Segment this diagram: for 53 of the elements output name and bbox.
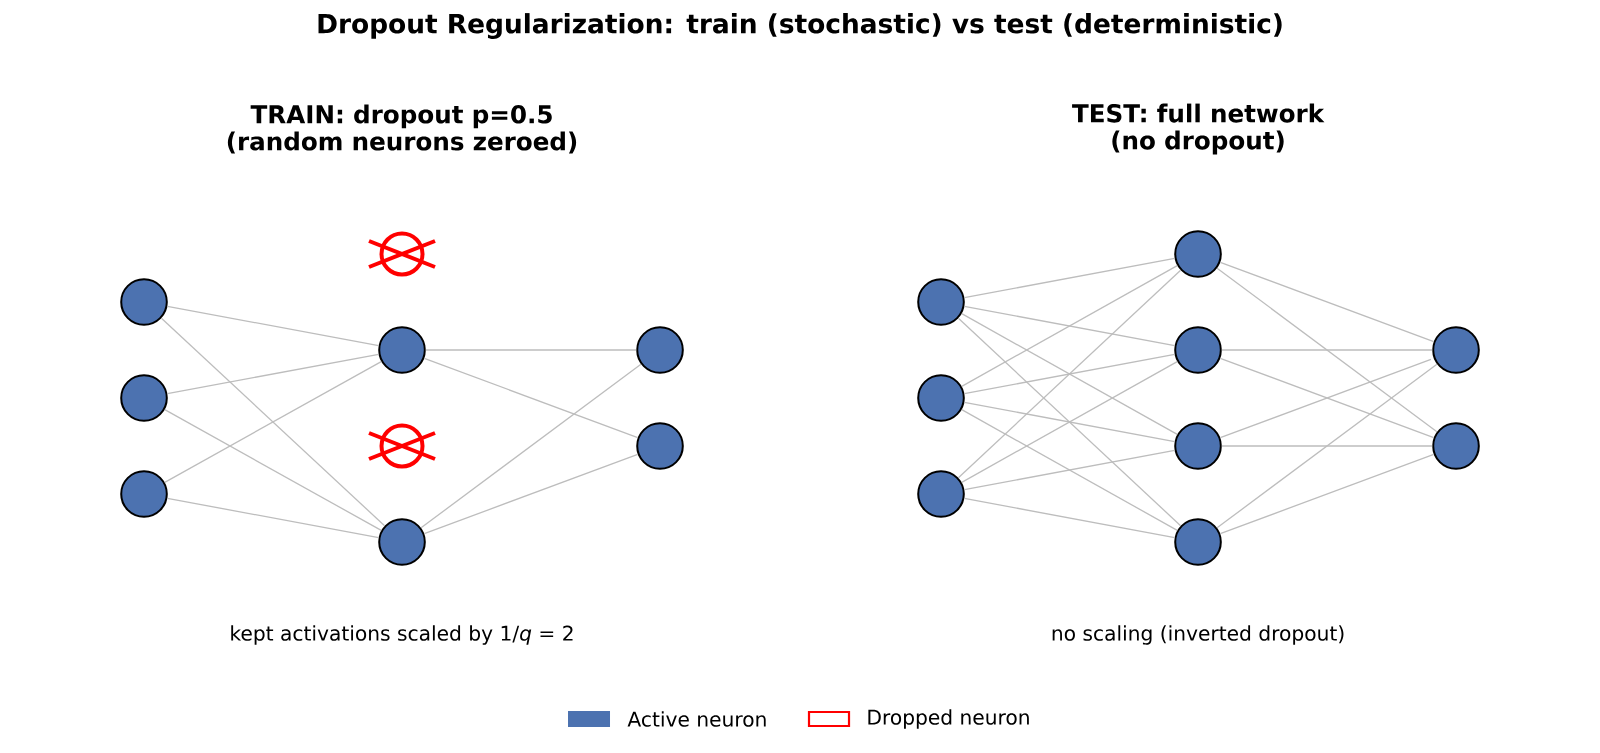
neuron-circle	[120, 278, 168, 326]
connection-line	[1216, 267, 1438, 433]
connection-line	[1219, 261, 1435, 343]
neuron-circle	[378, 518, 426, 566]
neuron-circle	[636, 422, 684, 470]
neuron-circle	[917, 374, 965, 422]
connection-line	[963, 305, 1176, 347]
connection-line	[425, 349, 637, 351]
connection-line	[164, 408, 382, 532]
legend-label: Active neuron	[627, 711, 766, 727]
connection-line	[961, 409, 1178, 531]
connection-line	[961, 313, 1178, 435]
legend-label: Dropped neuron	[868, 709, 1029, 729]
panel-title: TRAIN: dropout p=0.5 (random neurons zeroed)	[227, 104, 577, 154]
connection-line	[961, 265, 1178, 387]
connection-line	[963, 449, 1176, 491]
neuron-circle	[378, 326, 426, 374]
connection-line	[963, 353, 1176, 395]
neuron-circle	[636, 326, 684, 374]
connection-line	[1221, 349, 1433, 351]
neuron-circle	[1174, 326, 1222, 374]
neuron-circle	[1174, 518, 1222, 566]
connection-line	[423, 357, 639, 439]
connection-line	[423, 453, 639, 535]
panel-note: kept activations scaled by 1/q = 2	[231, 625, 573, 645]
neuron-circle	[1432, 422, 1480, 470]
crossed-out-neuron	[368, 231, 436, 277]
connection-line	[963, 401, 1176, 443]
connection-line	[963, 497, 1176, 539]
crossed-out-neuron	[368, 423, 436, 469]
connection-line	[1219, 453, 1435, 535]
neuron-circle	[120, 470, 168, 518]
connection-line	[963, 257, 1176, 299]
connection-line	[961, 361, 1178, 483]
panel-title: TEST: full network (no dropout)	[1072, 103, 1325, 155]
connection-line	[957, 269, 1182, 479]
neuron-circle	[1432, 326, 1480, 374]
connection-line	[160, 317, 386, 527]
connection-line	[1221, 445, 1433, 447]
connection-line	[957, 317, 1182, 527]
title: Dropout Regularization: train (stochastic) vs test (deterministic)	[318, 13, 1282, 39]
neuron-circle	[917, 470, 965, 518]
neuron-circle	[917, 278, 965, 326]
connection-line	[166, 497, 380, 539]
connection-line	[166, 353, 380, 395]
neuron-circle	[120, 374, 168, 422]
connection-line	[166, 305, 380, 347]
panel-note: no scaling (inverted dropout)	[1052, 625, 1344, 645]
connection-line	[1216, 363, 1438, 529]
neuron-circle	[1174, 230, 1222, 278]
neuron-circle	[1174, 422, 1222, 470]
connection-line	[420, 363, 642, 529]
connection-line	[164, 360, 382, 484]
